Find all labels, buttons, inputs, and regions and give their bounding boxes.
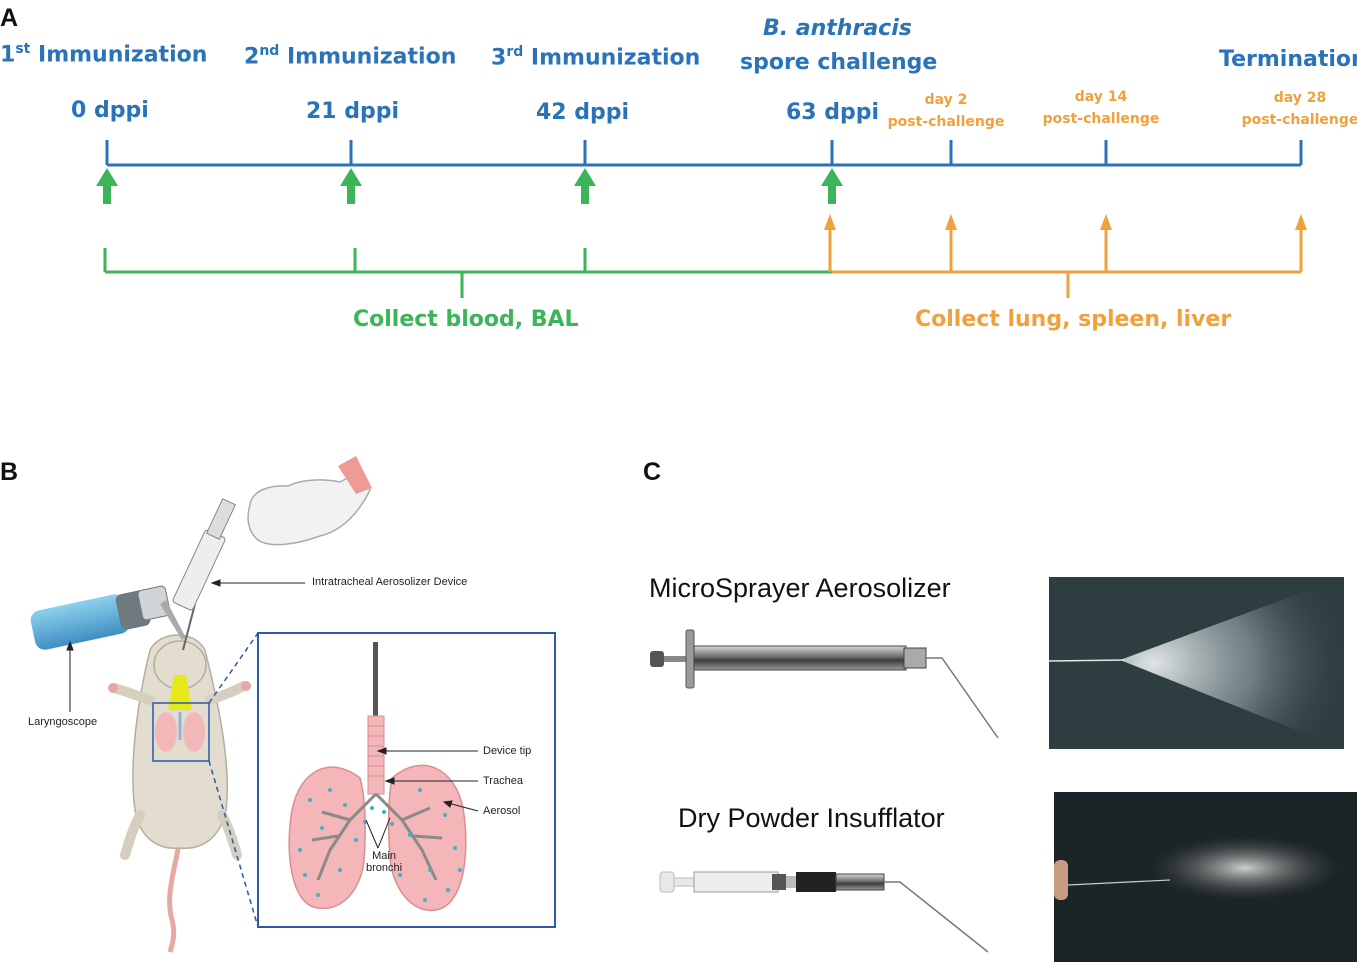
green-arrow-icon: [821, 168, 843, 204]
termination-label: Termination: [1219, 47, 1357, 72]
dppi-42-label: 42 dppi: [536, 100, 630, 125]
trachea-label: Trachea: [483, 775, 523, 787]
organ-collection-bracket: [828, 226, 1303, 298]
blood-collection-bracket: [103, 248, 832, 298]
timeline-axis: [105, 140, 1303, 167]
third-immunization-label: 3rd Immunization: [491, 44, 701, 71]
green-arrow-icon: [574, 168, 596, 204]
dppi-0-label: 0 dppi: [71, 98, 149, 123]
laryngoscope-icon: [30, 585, 186, 650]
second-immunization-label: 2nd Immunization: [244, 43, 457, 70]
panel-label-c: C: [643, 458, 662, 486]
first-immunization-label: 1st Immunization: [0, 41, 208, 68]
challenge-organism-label: B. anthracis: [763, 16, 912, 41]
lung-inset: [257, 632, 556, 928]
microsprayer-spray-photo: [1048, 577, 1344, 749]
panel-label-a: A: [0, 4, 19, 32]
zoom-indicator: [152, 632, 259, 928]
immunization-arrows: [96, 168, 843, 204]
microsprayer-label: MicroSprayer Aerosolizer: [649, 573, 951, 603]
dppi-21-label: 21 dppi: [306, 99, 400, 124]
collect-blood-label: Collect blood, BAL: [353, 307, 579, 332]
panel-b-pointers: [66, 579, 305, 712]
orange-arrow-icon: [945, 214, 957, 230]
device-label: Intratracheal Aerosolizer Device: [312, 576, 468, 588]
orange-arrow-icon: [1100, 214, 1112, 230]
orange-arrow-icon: [1295, 214, 1307, 230]
aerosolizer-device-icon: [172, 498, 237, 651]
insufflator-device-icon: [659, 871, 989, 953]
collect-organs-label: Collect lung, spleen, liver: [915, 307, 1232, 332]
gloved-hand-icon: [247, 456, 372, 546]
insufflator-label: Dry Powder Insufflator: [678, 803, 945, 833]
aerosol-label: Aerosol: [483, 805, 521, 817]
mouse-illustration: [108, 634, 251, 953]
panel-label-b: B: [0, 458, 19, 486]
challenge-label: spore challenge: [740, 50, 938, 75]
orange-arrows: [824, 214, 1307, 230]
green-arrow-icon: [340, 168, 362, 204]
microsprayer-device-icon: [650, 629, 999, 739]
insufflator-spray-photo: [1054, 792, 1357, 962]
orange-arrow-icon: [824, 214, 836, 230]
green-arrow-icon: [96, 168, 118, 204]
device-tip-label: Device tip: [483, 745, 532, 757]
dppi-63-label: 63 dppi: [786, 100, 880, 125]
laryngoscope-label: Laryngoscope: [28, 716, 98, 728]
